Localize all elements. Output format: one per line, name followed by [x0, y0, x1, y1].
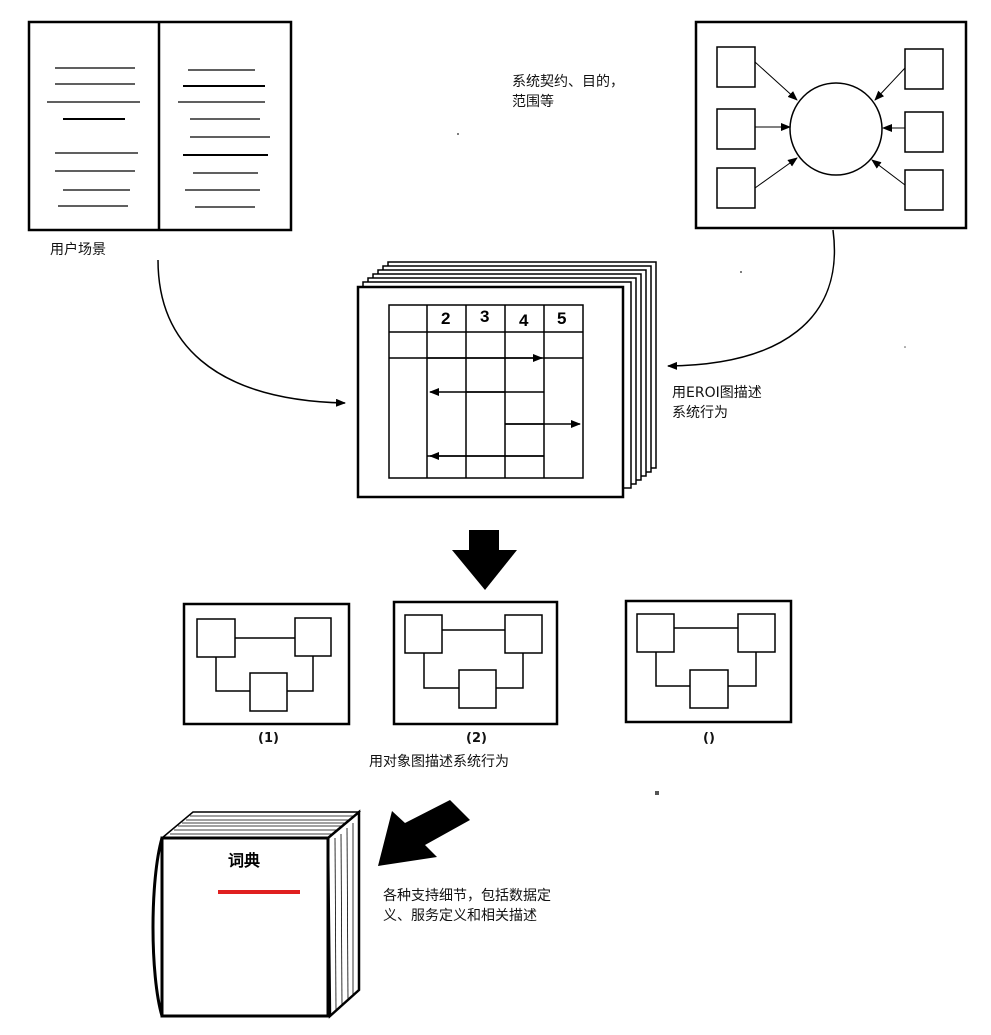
table-header-2: 2 — [441, 309, 451, 328]
support-details-line-1: 各种支持细节，包括数据定 — [383, 888, 551, 904]
object-diagram-icon — [182, 602, 351, 726]
eroi-diagram-line-1: 用EROI图描述 — [672, 385, 762, 401]
dictionary-book-icon — [151, 809, 362, 1019]
object-diagram-caption-1: (1) — [258, 731, 279, 746]
eroi-diagram-label: 用EROI图描述 系统行为 — [672, 383, 762, 423]
open-book-icon — [27, 20, 293, 232]
object-diagram-caption-2: (2) — [466, 731, 487, 746]
flow-arrows — [157, 229, 836, 407]
table-header-5: 5 — [557, 309, 567, 328]
object-diagram-icon — [624, 599, 793, 724]
table-header-4: 4 — [519, 311, 529, 330]
eroi-diagram-line-2: 系统行为 — [672, 405, 728, 421]
user-scenario-label: 用户场景 — [50, 242, 106, 258]
diagonal-arrow-icon — [378, 800, 470, 866]
system-contract-line-1: 系统契约、目的， — [512, 74, 624, 90]
support-details-label: 各种支持细节，包括数据定 义、服务定义和相关描述 — [383, 886, 551, 926]
down-arrow-icon — [452, 530, 517, 590]
dictionary-title: 词典 — [228, 851, 261, 870]
object-diagram-label: 用对象图描述系统行为 — [369, 754, 509, 770]
support-details-line-2: 义、服务定义和相关描述 — [383, 908, 537, 924]
system-contract-label: 系统契约、目的， 范围等 — [512, 72, 624, 112]
context-diagram-icon — [694, 20, 968, 230]
object-diagram-icon — [392, 600, 559, 726]
object-diagram-caption-3: () — [703, 731, 715, 746]
table-header-3: 3 — [480, 307, 490, 326]
system-contract-line-2: 范围等 — [512, 94, 554, 110]
eroi-table-stack-icon — [356, 261, 657, 499]
scan-specks — [457, 133, 906, 795]
